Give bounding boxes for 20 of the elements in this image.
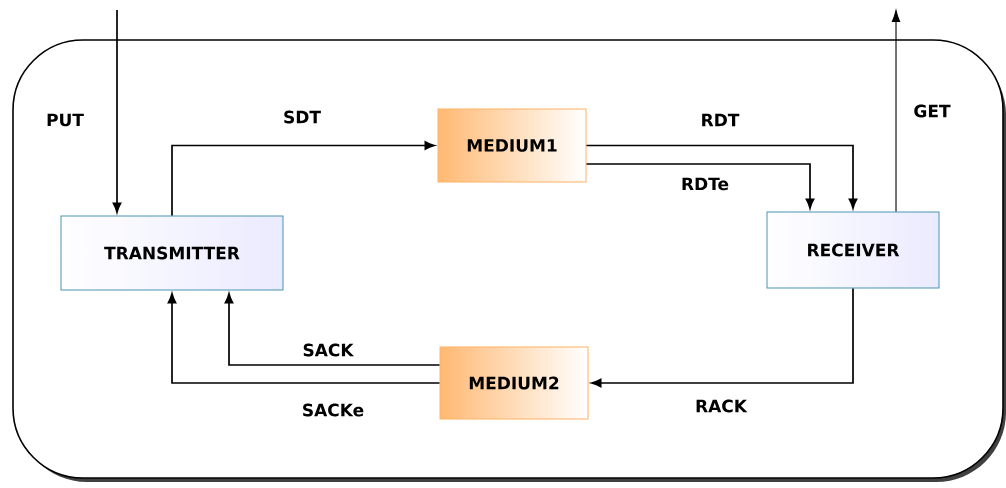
edge-label: RACK [696,399,748,413]
medium-box: MEDIUM2 [439,346,589,420]
arrow [891,10,901,213]
arrow [112,9,122,213]
arrow [167,293,441,384]
medium-box: MEDIUM1 [437,108,587,183]
arrow [585,144,858,209]
arrow [224,293,441,366]
edge-label: RDT [702,113,740,127]
arrow [591,287,854,388]
edge-label: PUT [47,113,84,127]
arrow [171,141,435,217]
arrow [585,163,815,209]
edge-label: GET [914,104,951,118]
process-box: TRANSMITTER [60,215,284,291]
edge-label: RDTe [682,177,729,191]
process-box: RECEIVER [766,211,940,289]
edge-label: SACK [303,343,355,357]
edge-label: SACKe [303,403,364,417]
edge-label: SDT [284,110,321,124]
